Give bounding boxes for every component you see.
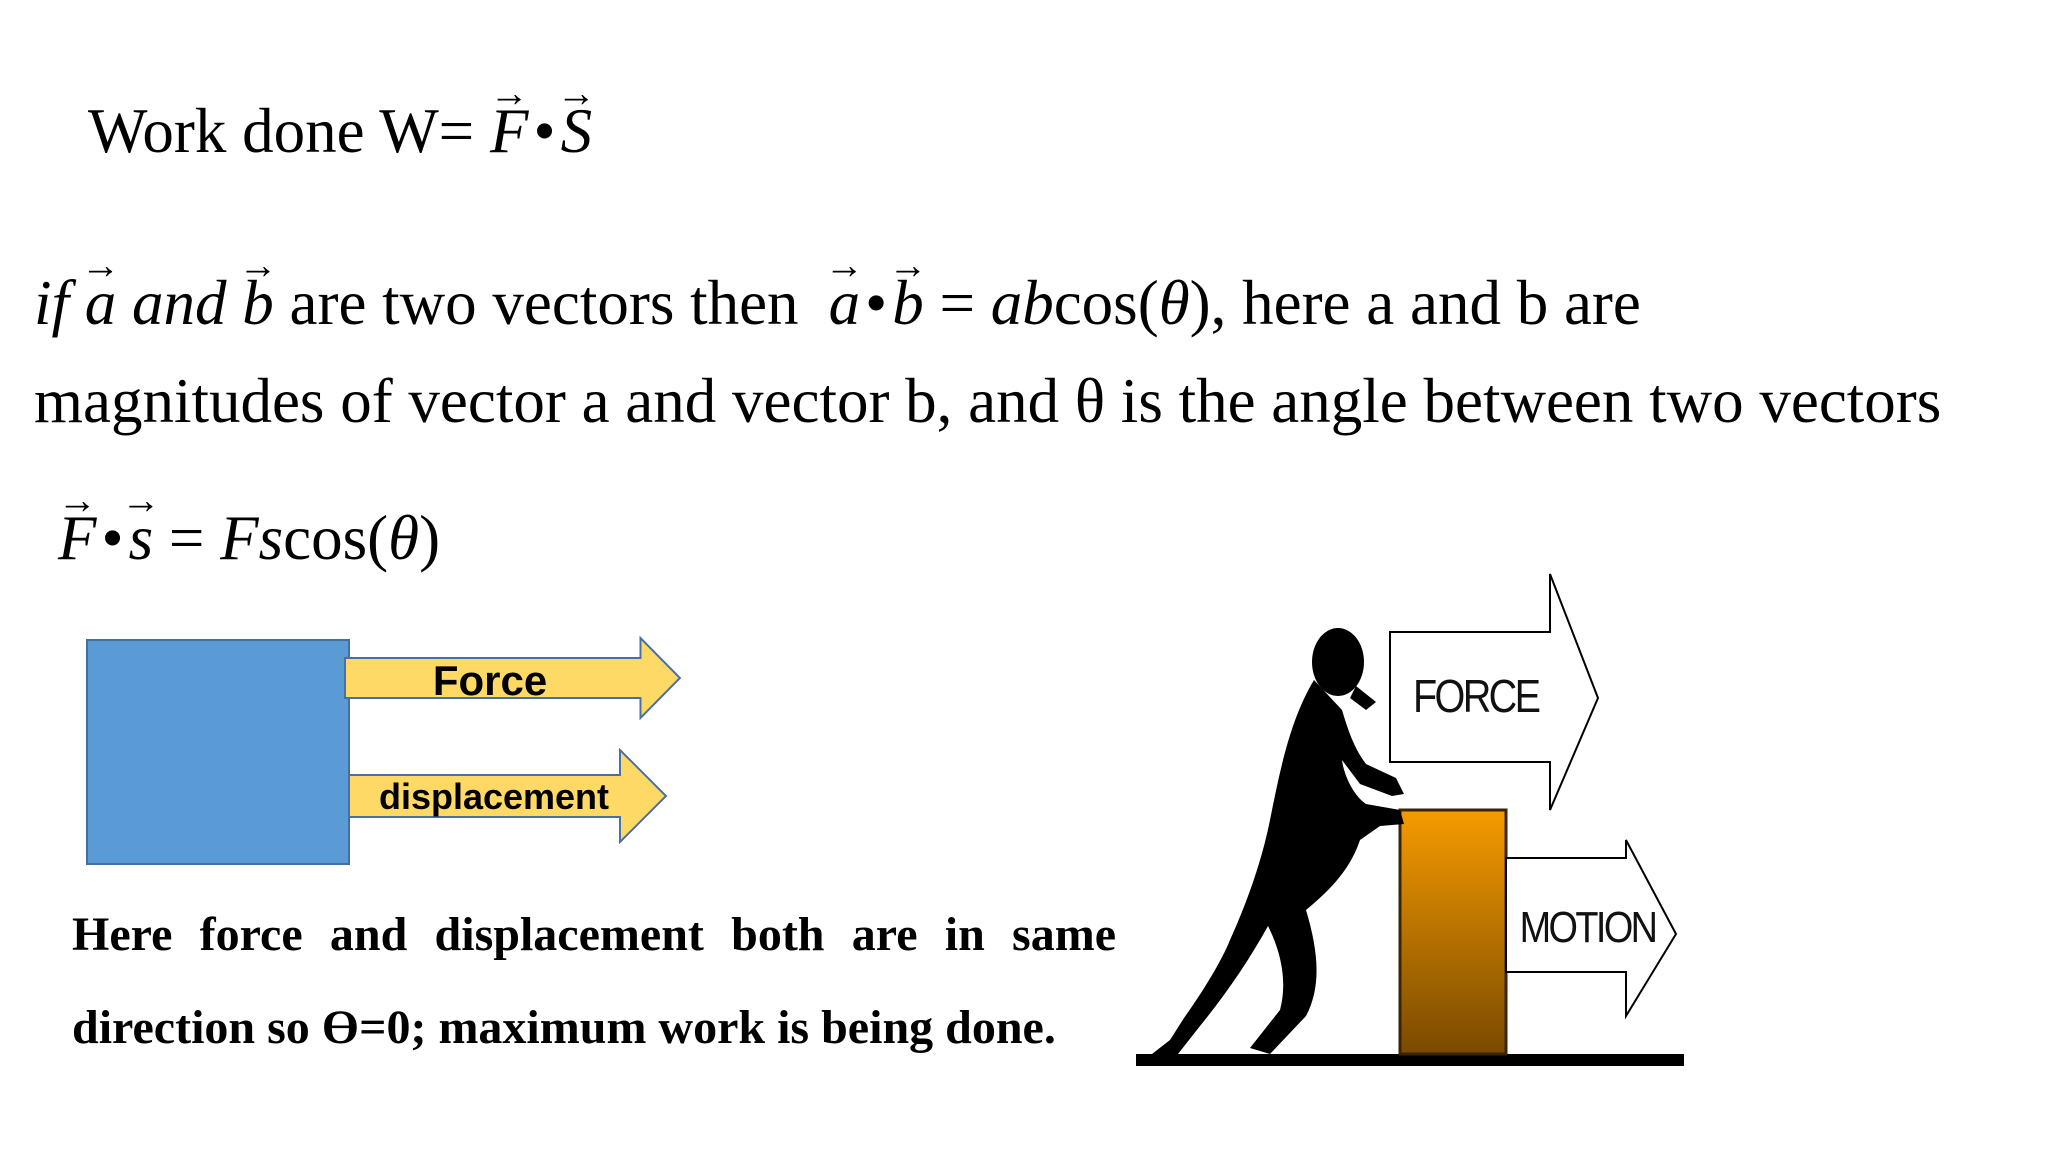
- force-arrow: [344, 635, 682, 721]
- vector-f: →F: [57, 479, 97, 573]
- fs-term: Fs: [220, 503, 284, 573]
- dot-operator: •: [533, 96, 556, 166]
- force-arrow-label: Force: [433, 657, 547, 704]
- dot-operator: •: [101, 503, 124, 573]
- vector-s: →s: [121, 479, 161, 573]
- dot-product-definition-line: if →a and →b are two vectors then→a•→b =…: [34, 244, 1641, 338]
- vector-arrow-icon: →: [824, 244, 864, 288]
- force-displacement-diagram: Force displacement: [86, 635, 682, 865]
- vector-arrow-icon: →: [556, 72, 596, 116]
- vector-arrow-icon: →: [238, 244, 278, 288]
- vector-a: →a: [824, 244, 864, 338]
- vector-b: →b: [888, 244, 928, 338]
- and-word: and: [132, 268, 227, 338]
- motion-arrow-label: MOTION: [1520, 902, 1656, 951]
- work-done-label: Work done W=: [88, 96, 490, 166]
- close-paren: ): [419, 503, 441, 573]
- pushing-person-silhouette: [1152, 628, 1404, 1054]
- vector-arrow-icon: →: [80, 244, 121, 288]
- equals-sign: =: [168, 503, 205, 573]
- vector-arrow-icon: →: [489, 72, 529, 116]
- force-arrow: [1389, 573, 1600, 811]
- displacement-arrow: [348, 747, 668, 845]
- displacement-arrow-label: displacement: [379, 776, 609, 817]
- vector-a: →a: [80, 244, 121, 338]
- ground-line: [1136, 1054, 1684, 1066]
- equals-sign: =: [939, 268, 975, 338]
- vector-f: →F: [489, 72, 529, 166]
- vector-b: →b: [238, 244, 278, 338]
- cos-function: cos(: [1053, 268, 1159, 338]
- work-cosine-formula-line: →F•→s = Fscos(θ): [57, 479, 440, 573]
- motion-arrow: [1505, 839, 1678, 1020]
- vector-arrow-icon: →: [57, 479, 97, 523]
- work-formula-line: Work done W= →F•→S: [88, 72, 596, 166]
- theta-symbol: θ: [1158, 268, 1190, 338]
- two-vectors-text: are two vectors then: [289, 268, 799, 338]
- vector-s: →S: [556, 72, 596, 166]
- vector-arrow-icon: →: [121, 479, 161, 523]
- block-rectangle: [86, 639, 350, 865]
- person-pushing-box-illustration: FORCE MOTION: [1136, 573, 1684, 1066]
- explanation-paragraph: Here force and displacement both are in …: [72, 908, 1116, 1054]
- magnitudes-intro-text: ), here a and b are: [1189, 268, 1641, 338]
- dot-operator: •: [865, 268, 888, 338]
- vector-arrow-icon: →: [888, 244, 928, 288]
- pushed-box: [1398, 808, 1508, 1056]
- cos-function: cos(: [283, 503, 389, 573]
- theta-symbol: θ: [388, 503, 420, 573]
- ab-term: ab: [990, 268, 1054, 338]
- magnitudes-explanation-line: magnitudes of vector a and vector b, and…: [34, 366, 1942, 436]
- if-word: if: [34, 268, 70, 338]
- force-arrow-label: FORCE: [1413, 671, 1540, 722]
